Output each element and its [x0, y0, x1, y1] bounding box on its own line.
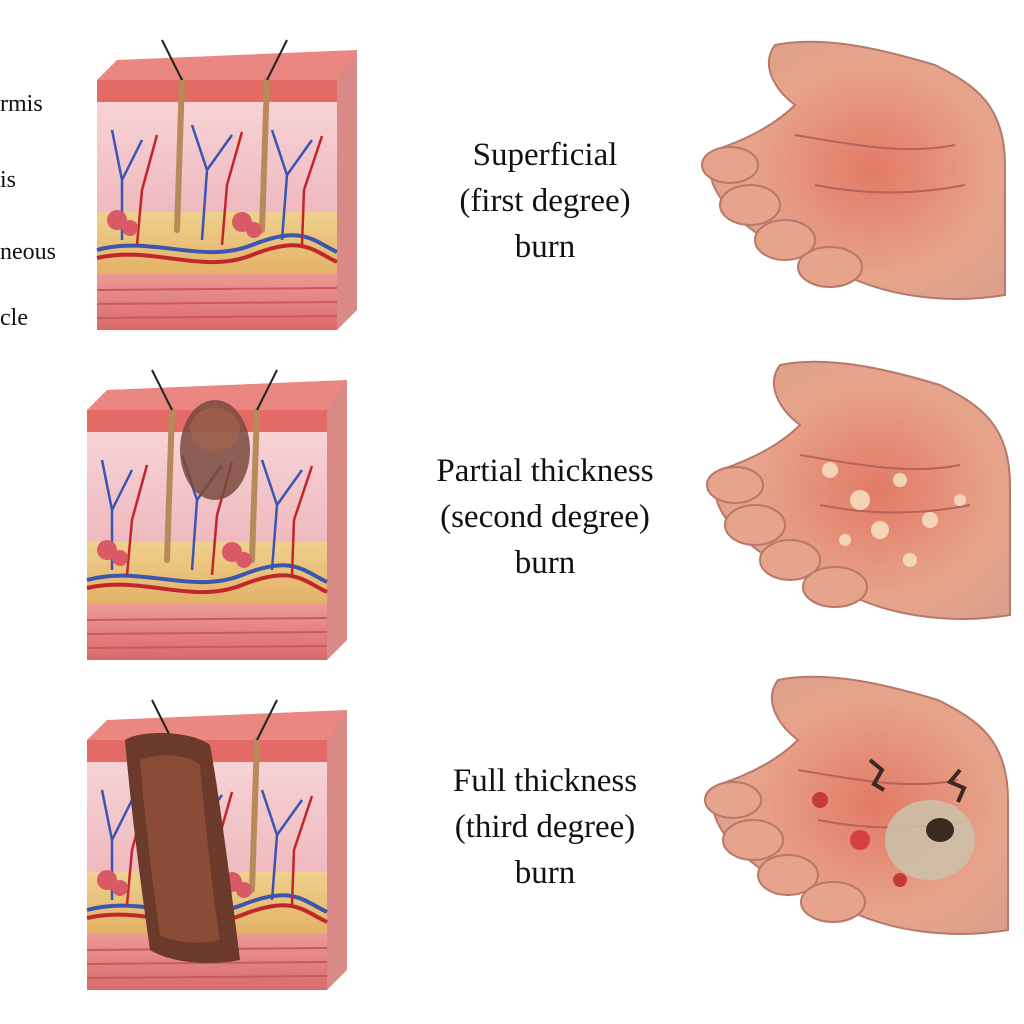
layer-label-epidermis: rmis: [0, 91, 43, 117]
caption-second-degree-line3: burn: [514, 545, 576, 581]
caption-second-degree: Partial thickness (second degree) burn: [400, 448, 690, 586]
caption-first-degree: Superficial (first degree) burn: [400, 132, 690, 270]
hand-third-degree: [704, 675, 1009, 935]
caption-third-degree: Full thickness (third degree) burn: [400, 758, 690, 896]
caption-second-degree-line1: Partial thickness: [436, 453, 654, 489]
caption-second-degree-line2: (second degree): [440, 499, 650, 535]
hand-first-degree: [701, 40, 1006, 300]
layer-label-muscle: cle: [0, 305, 28, 331]
caption-first-degree-line3: burn: [514, 229, 576, 265]
skin-block-first-degree: [97, 40, 357, 330]
layer-label-subcutaneous: neous: [0, 239, 56, 265]
layer-label-dermis: is: [0, 167, 17, 193]
caption-first-degree-line1: Superficial: [472, 137, 618, 173]
skin-block-third-degree: [87, 700, 347, 990]
caption-third-degree-line1: Full thickness: [452, 763, 638, 799]
caption-third-degree-line2: (third degree): [454, 809, 636, 845]
skin-block-second-degree: [87, 370, 347, 660]
caption-first-degree-line2: (first degree): [459, 183, 631, 219]
caption-third-degree-line3: burn: [514, 855, 576, 891]
hand-second-degree: [706, 360, 1011, 620]
